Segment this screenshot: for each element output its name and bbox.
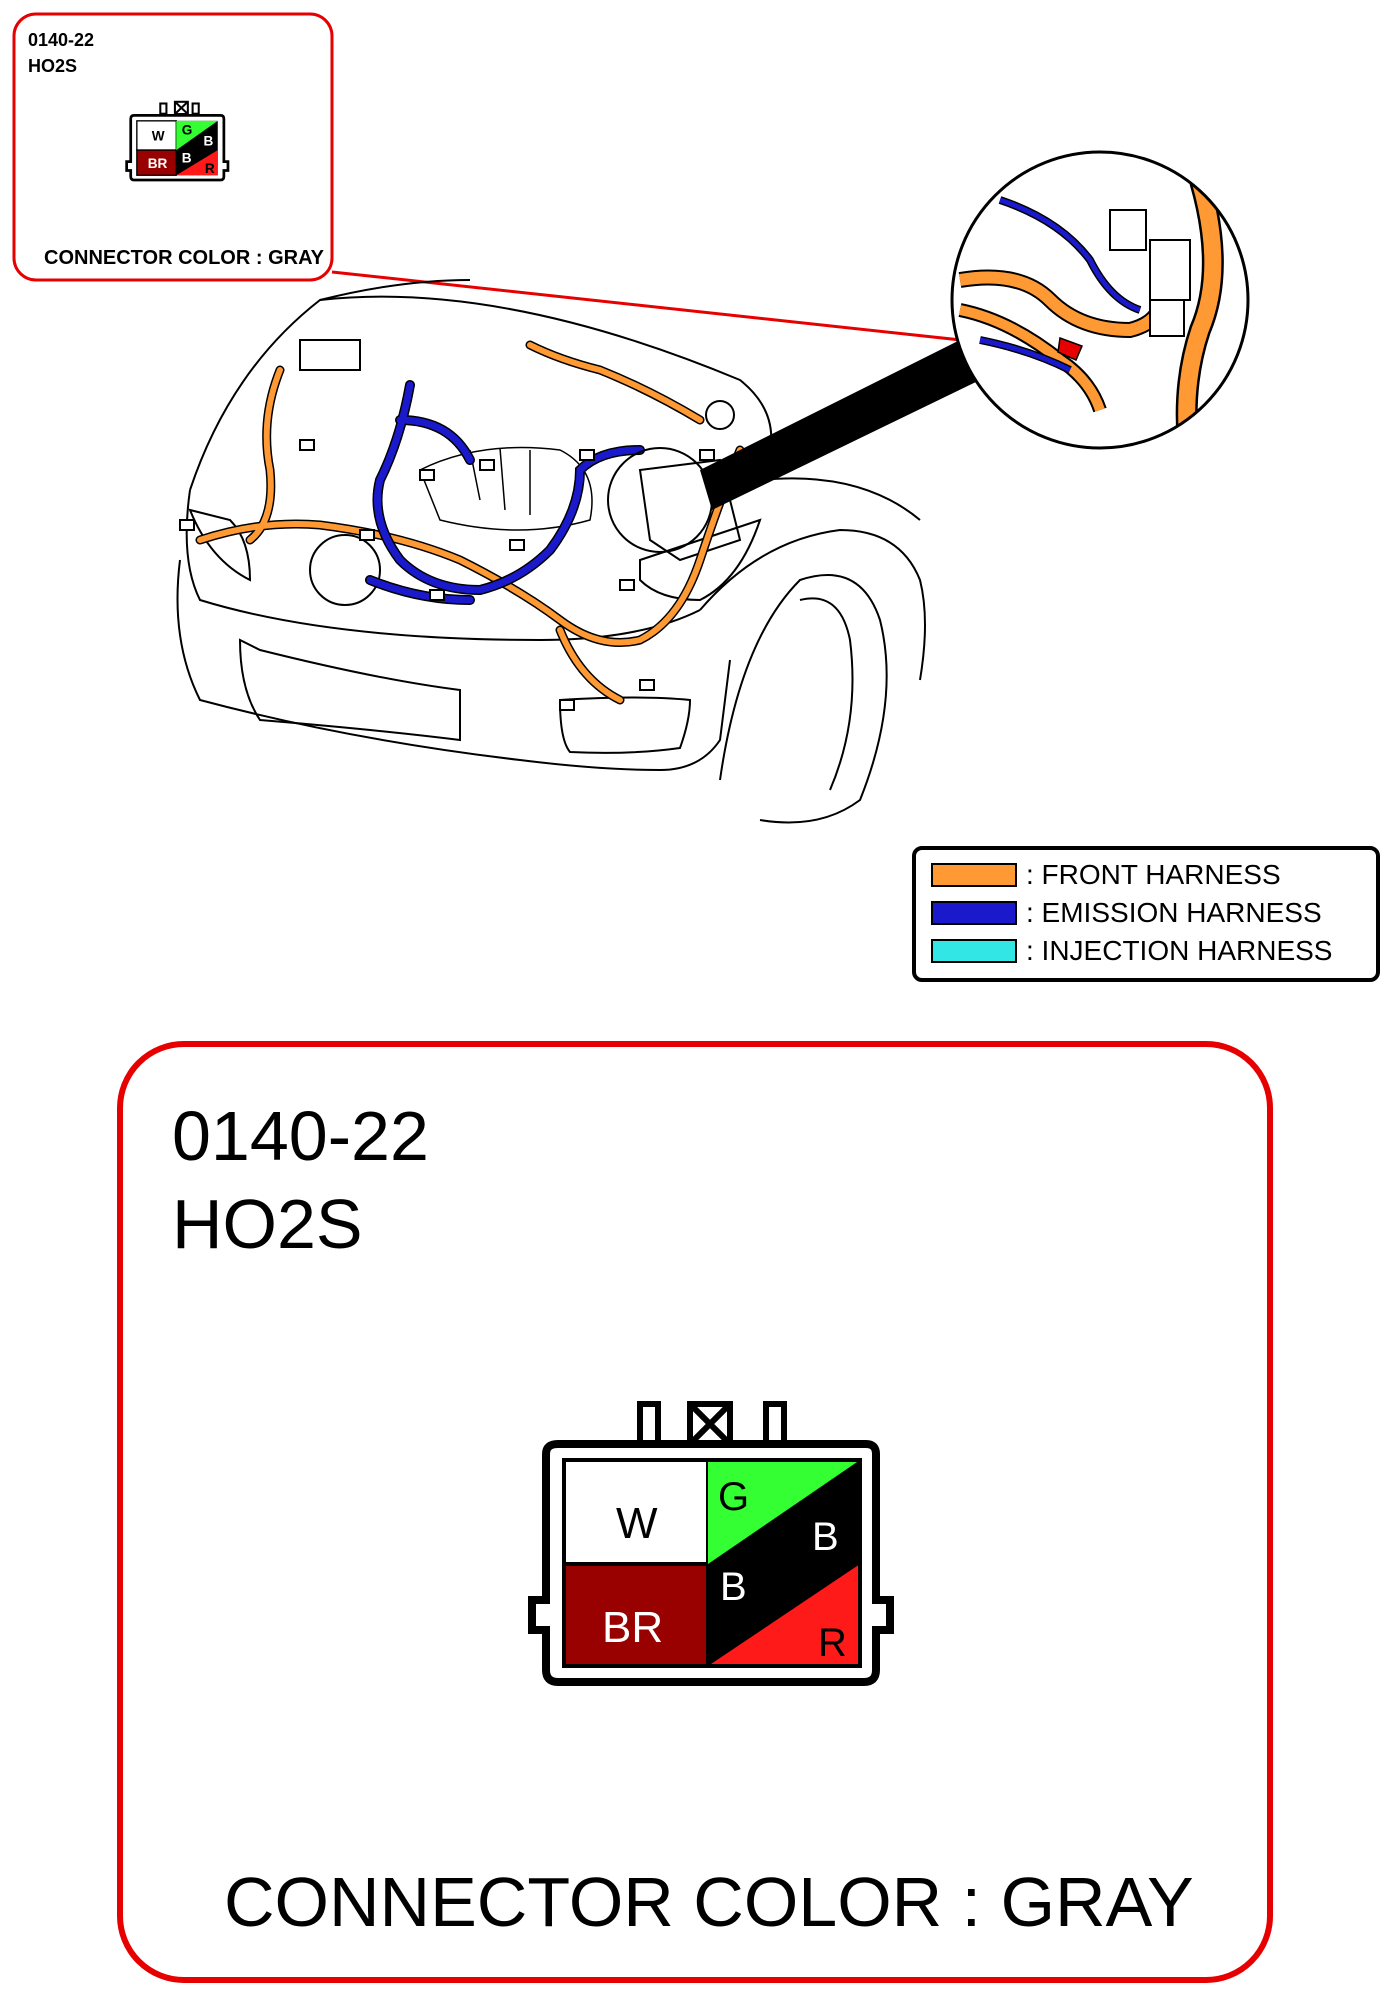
connector-face: W BR G B B R — [528, 1401, 894, 1686]
pin-label-r: R — [818, 1621, 847, 1665]
small-panel-code: 0140-22 — [28, 30, 94, 50]
hood-outline — [189, 295, 773, 491]
fender — [699, 528, 926, 681]
harness-connectors — [179, 439, 715, 711]
small-panel-connector-color: CONNECTOR COLOR : GRAY — [44, 247, 325, 269]
legend-frame — [912, 846, 1380, 982]
connector-tab-left — [637, 1401, 661, 1447]
zoom-source-circle — [607, 447, 713, 553]
relay-box — [299, 339, 361, 371]
svg-text:G: G — [182, 122, 193, 137]
legend-swatch-front — [931, 863, 1017, 887]
large-panel-connector-color: CONNECTOR COLOR : GRAY — [224, 1863, 1194, 1941]
fog-light — [558, 696, 692, 754]
svg-text:BR: BR — [148, 156, 168, 171]
pin-g — [708, 1460, 860, 1564]
emission-harness-lines — [366, 381, 644, 604]
front-harness-lines — [197, 342, 743, 703]
zoom-detail-circle — [950, 150, 1250, 450]
fuse-box — [638, 458, 742, 562]
pin-label-b-upper: B — [812, 1515, 839, 1559]
large-panel-name: HO2S — [172, 1185, 363, 1263]
harness-legend: : FRONT HARNESS : EMISSION HARNESS : INJ… — [912, 846, 1380, 982]
lower-grille — [238, 638, 461, 742]
small-callout-panel: 0140-22 HO2S W BR G B B R CONNECTOR COLO… — [12, 12, 334, 282]
callout-leader-line — [331, 270, 1073, 354]
small-panel-name: HO2S — [28, 56, 77, 76]
pin-r — [708, 1564, 860, 1666]
front-tire — [719, 574, 888, 824]
strut-tower — [309, 534, 381, 606]
legend-label-emission: : EMISSION HARNESS — [1026, 897, 1322, 928]
pin-label-w: W — [616, 1499, 658, 1548]
svg-text:W: W — [152, 129, 165, 144]
legend-label-front: : FRONT HARNESS — [1026, 859, 1281, 890]
pin-label-b-lower: B — [720, 1565, 747, 1609]
pin-label-br: BR — [602, 1603, 663, 1652]
pin-label-g: G — [718, 1475, 749, 1519]
large-panel-code: 0140-22 — [172, 1097, 429, 1175]
front-bumper — [176, 559, 731, 772]
legend-swatch-injection — [931, 939, 1017, 963]
ho2s-connector-marker — [1057, 336, 1084, 361]
connector-tab-right — [763, 1401, 787, 1447]
zoom-cone — [700, 340, 980, 510]
legend-label-injection: : INJECTION HARNESS — [1026, 935, 1332, 966]
legend-swatch-emission — [931, 901, 1017, 925]
svg-text:B: B — [203, 133, 213, 148]
small-connector: W BR G B B R — [125, 100, 230, 182]
svg-text:B: B — [182, 150, 192, 165]
large-callout-panel: 0140-22 HO2S W BR G B B R CONNECTO — [117, 1041, 1273, 1983]
headlight — [639, 518, 762, 602]
svg-text:R: R — [205, 161, 215, 176]
